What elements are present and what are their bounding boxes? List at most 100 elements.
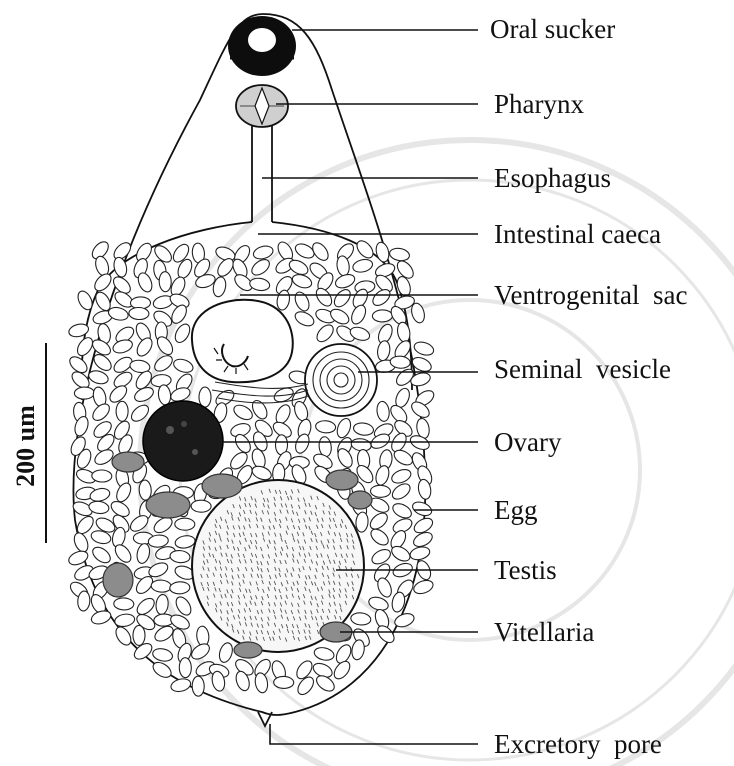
egg: [250, 398, 270, 421]
egg: [155, 594, 169, 615]
label-esophagus: Esophagus: [494, 163, 611, 193]
egg: [390, 501, 413, 521]
vitellaria-follicle: [103, 563, 133, 597]
egg: [389, 247, 411, 262]
egg: [314, 322, 336, 345]
egg: [376, 401, 391, 422]
egg: [331, 287, 353, 310]
egg: [159, 271, 172, 291]
pharynx: [236, 85, 288, 127]
egg: [354, 238, 376, 261]
egg: [396, 321, 411, 343]
egg: [291, 272, 314, 290]
egg: [152, 647, 174, 663]
egg: [134, 595, 157, 617]
egg: [114, 598, 134, 611]
egg: [335, 417, 353, 440]
egg: [114, 481, 134, 504]
egg: [199, 387, 211, 407]
egg: [313, 646, 335, 662]
egg: [114, 613, 136, 628]
egg: [111, 338, 134, 356]
egg: [409, 545, 431, 562]
label-vitellaria: Vitellaria: [494, 617, 594, 647]
vitellaria-follicle: [348, 491, 372, 509]
egg: [72, 531, 91, 554]
egg: [249, 277, 271, 292]
label-excretory-pore: Excretory pore: [494, 729, 662, 759]
egg: [169, 550, 190, 564]
egg: [274, 676, 294, 688]
egg: [134, 335, 155, 358]
ovary: [143, 401, 223, 481]
egg: [133, 625, 145, 645]
vitellaria-follicle: [234, 642, 262, 658]
egg: [313, 286, 334, 309]
egg: [90, 609, 113, 627]
egg: [328, 306, 351, 327]
egg: [175, 518, 195, 530]
egg: [370, 485, 390, 498]
egg: [191, 500, 211, 512]
egg: [331, 659, 353, 682]
vitellaria-follicle: [112, 452, 144, 472]
egg: [90, 544, 113, 566]
egg: [293, 432, 312, 455]
egg: [349, 303, 369, 326]
egg: [74, 335, 95, 358]
egg: [192, 676, 204, 696]
egg: [172, 357, 195, 375]
egg: [74, 387, 94, 399]
egg: [375, 623, 397, 646]
vitellaria-follicle: [202, 474, 242, 498]
egg: [151, 579, 172, 592]
label-testis: Testis: [494, 555, 557, 585]
egg: [350, 612, 371, 626]
vitellaria-follicle: [326, 470, 358, 490]
oral-sucker: [228, 16, 296, 76]
egg: [129, 307, 149, 320]
egg: [353, 422, 374, 437]
egg: [157, 384, 171, 405]
egg: [293, 309, 316, 329]
egg: [355, 512, 369, 533]
egg: [169, 581, 190, 594]
egg: [174, 534, 196, 549]
label-ventrogenital-sac: Ventrogenital sac: [494, 280, 687, 310]
scale-bar: 200 um: [11, 343, 46, 543]
egg: [75, 289, 95, 312]
label-intestinal-caeca: Intestinal caeca: [494, 219, 661, 249]
egg: [92, 470, 112, 483]
label-seminal-vesicle: Seminal vesicle: [494, 354, 671, 384]
egg: [367, 510, 390, 532]
label-oral-sucker: Oral sucker: [490, 14, 615, 44]
ventrogenital-sac: [192, 300, 293, 382]
egg: [179, 658, 191, 678]
egg: [390, 467, 413, 486]
vitellaria-follicle: [146, 492, 190, 518]
egg: [390, 481, 413, 502]
egg: [372, 310, 392, 322]
label-ovary: Ovary: [494, 427, 562, 457]
egg: [231, 402, 254, 422]
egg: [113, 624, 134, 647]
label-egg: Egg: [494, 495, 538, 525]
labels: Oral sucker Pharynx Esophagus Intestinal…: [490, 14, 687, 759]
egg: [170, 677, 192, 693]
egg: [411, 499, 434, 518]
egg: [368, 526, 391, 548]
egg: [334, 272, 357, 290]
egg: [376, 340, 391, 362]
egg: [352, 258, 374, 274]
egg: [413, 340, 436, 358]
egg: [350, 639, 365, 661]
egg: [217, 641, 234, 664]
scale-bar-label: 200 um: [11, 405, 40, 487]
egg: [370, 547, 393, 567]
egg: [292, 290, 311, 313]
egg: [315, 420, 336, 434]
egg: [412, 578, 435, 596]
label-pharynx: Pharynx: [494, 89, 584, 119]
